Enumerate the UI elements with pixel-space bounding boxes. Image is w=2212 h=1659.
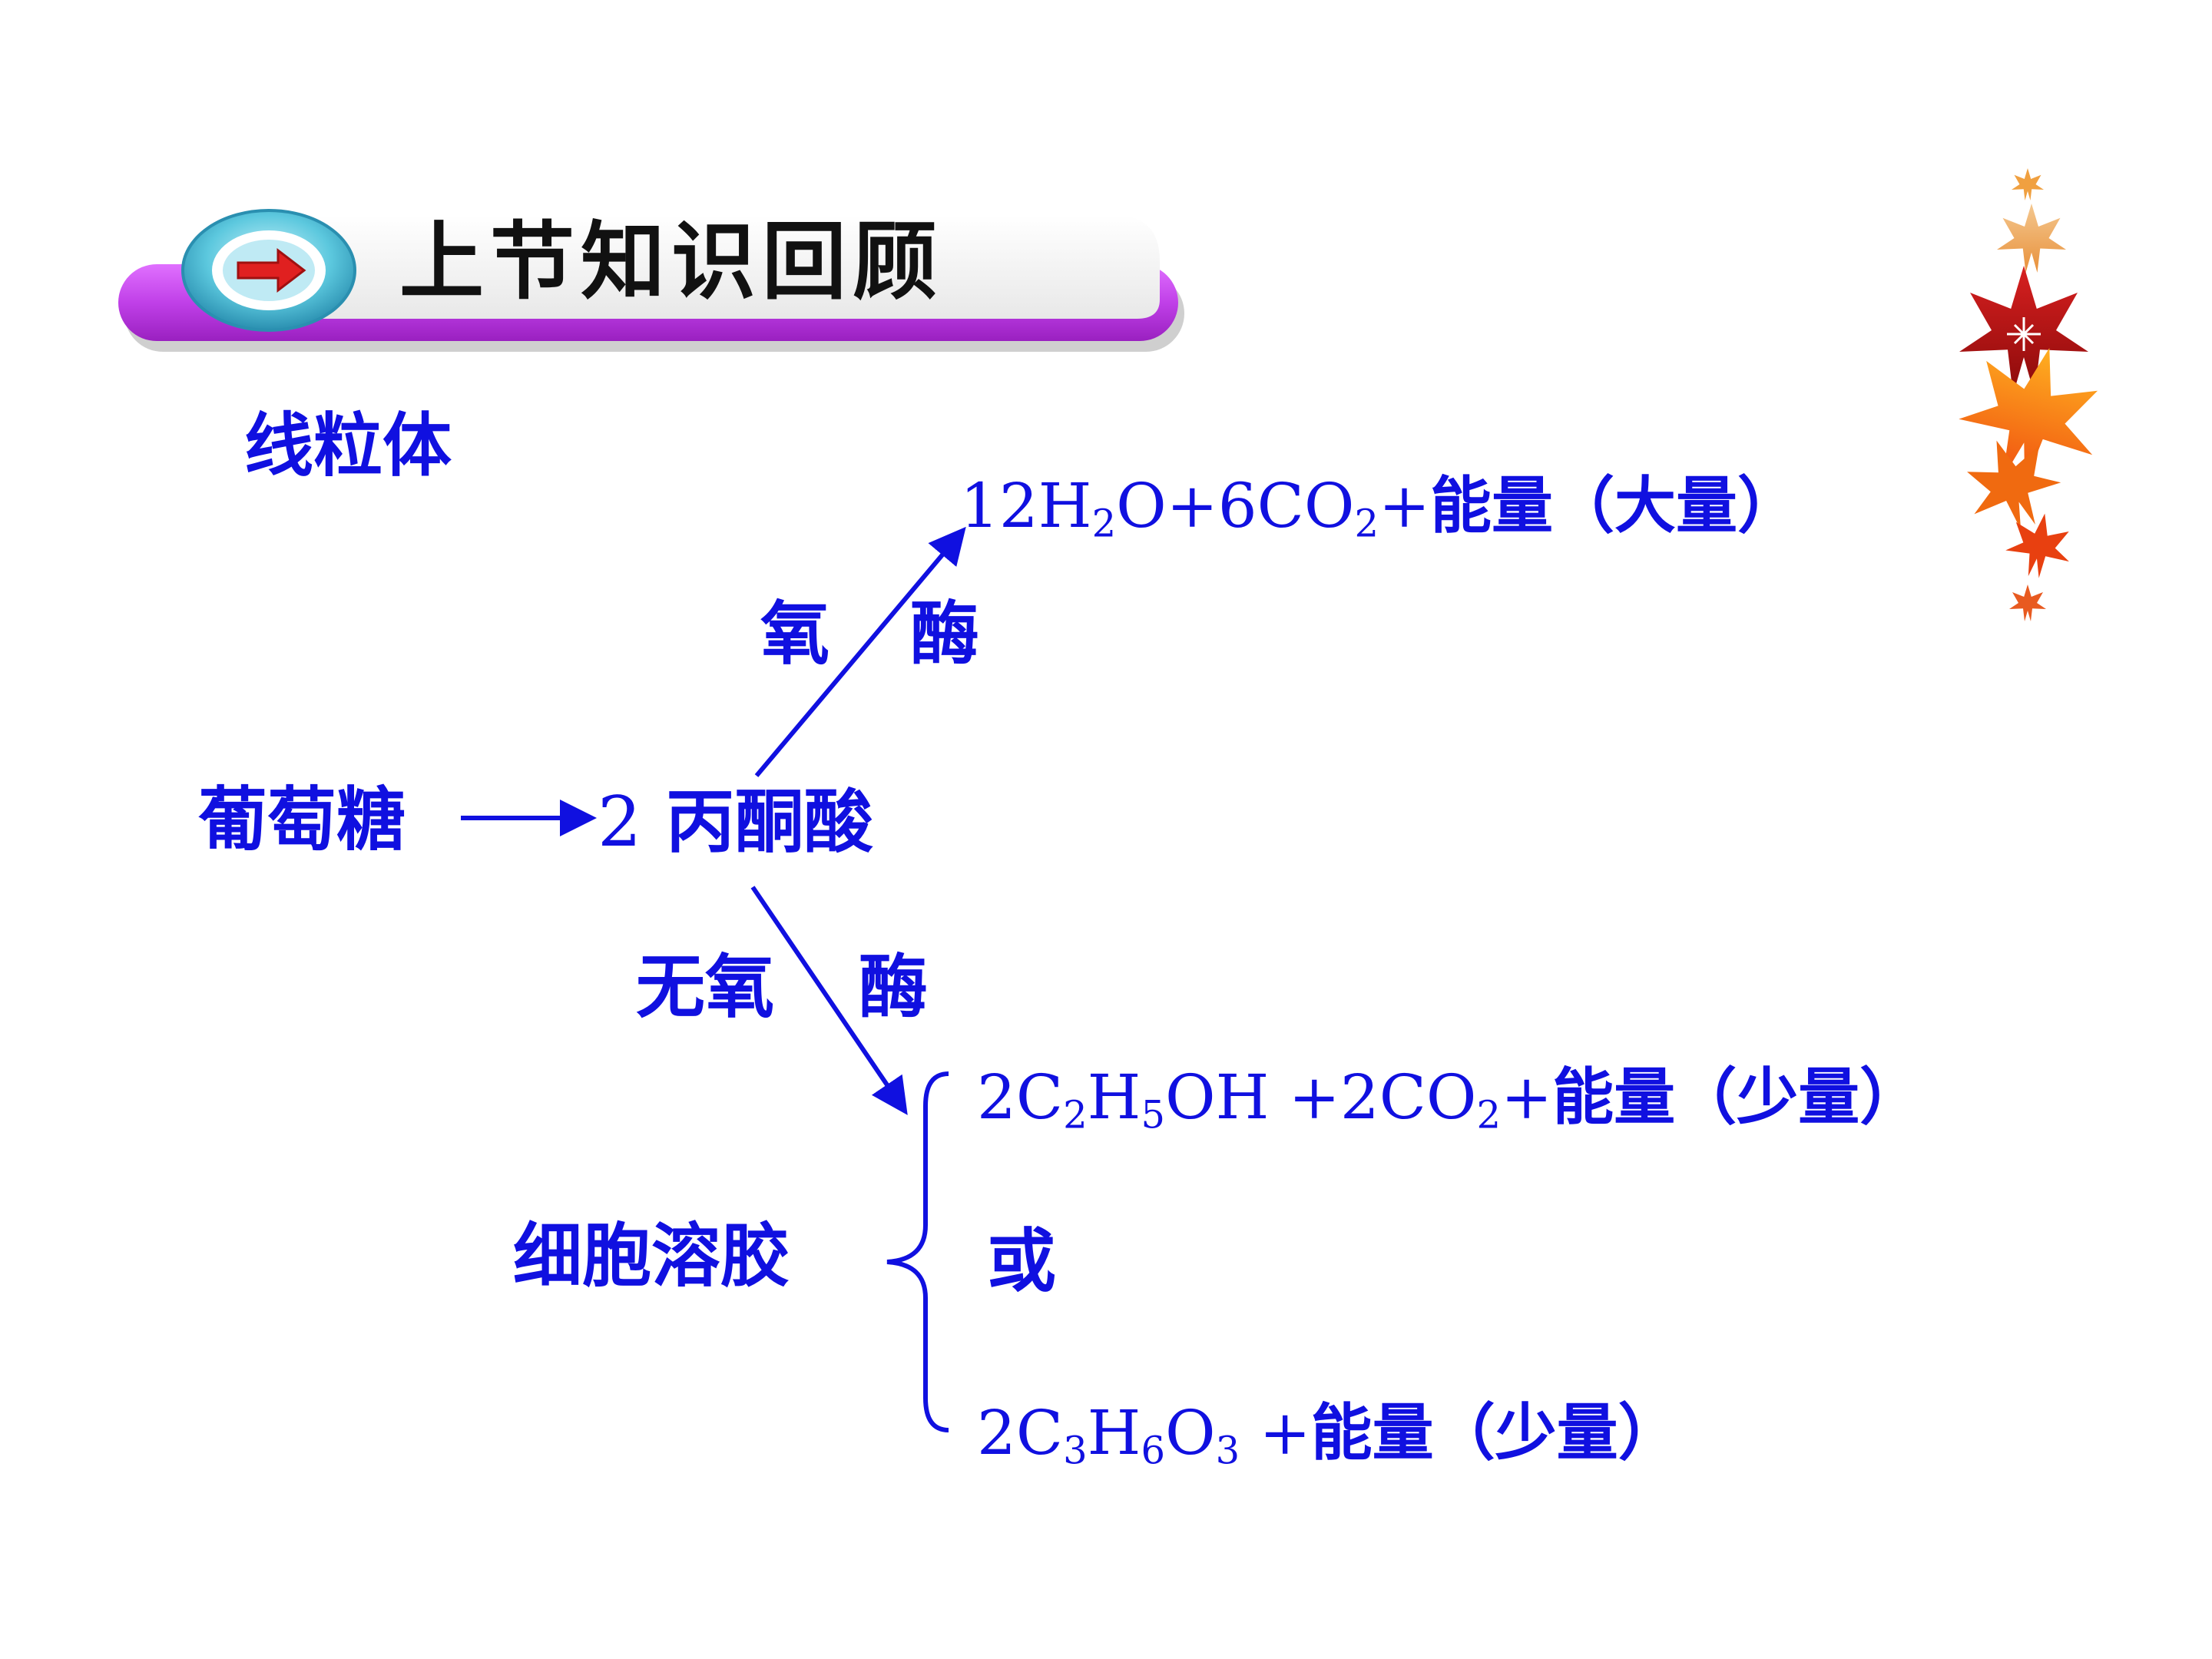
arrow-right-icon: [181, 209, 356, 332]
energy-small: 能量（少量）: [1552, 1061, 1922, 1133]
energy-small: 能量（少量）: [1310, 1396, 1680, 1469]
pyruvate-count: 2: [598, 782, 642, 863]
enzyme-label-bottom: 酶: [859, 946, 928, 1028]
ethanol-products: 2C2H5OH +2CO2+能量（少量）: [977, 1061, 1922, 1137]
pyruvate-label: 2 丙酮酸: [598, 787, 873, 857]
or-label: 或: [987, 1220, 1056, 1302]
oxygen-label: 氧: [760, 593, 830, 674]
brace: [886, 1071, 949, 1432]
maple-leaves-icon: [1959, 168, 2098, 621]
enzyme-label-top: 酶: [910, 593, 979, 674]
pyruvate-name: 丙酮酸: [665, 781, 873, 863]
cytoplasm-label: 细胞溶胶: [513, 1215, 790, 1296]
section-header: 上节知识回顾: [115, 184, 1190, 361]
energy-large: 能量（大量）: [1430, 469, 1800, 541]
header-bar: [118, 215, 1184, 352]
aerobic-products: 12H2O+6CO2+能量（大量）: [960, 469, 1800, 546]
anaerobic-label: 无氧: [636, 946, 774, 1028]
page-title: 上节知识回顾: [399, 213, 943, 311]
lactic-products: 2C3H6O3 +能量（少量）: [977, 1396, 1680, 1473]
mitochondria-label: 线粒体: [244, 405, 452, 486]
glucose-label: 葡萄糖: [198, 779, 406, 860]
